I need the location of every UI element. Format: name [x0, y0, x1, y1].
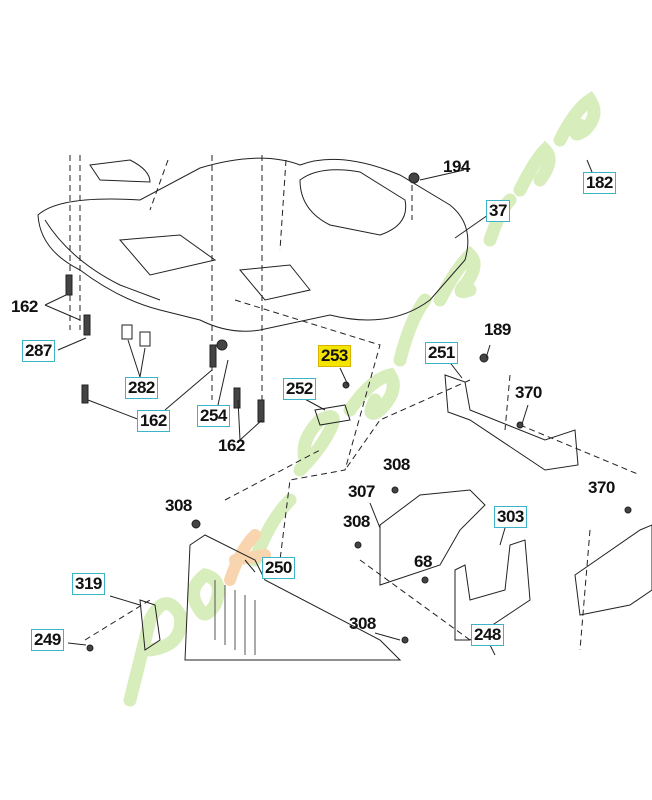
bracket-part-251: [444, 374, 579, 471]
part-label-370[interactable]: 370: [515, 383, 542, 402]
part-label-253-highlighted[interactable]: 253: [318, 345, 351, 367]
part-label-37[interactable]: 37: [486, 200, 510, 222]
part-label-308[interactable]: 308: [165, 496, 192, 515]
part-label-162[interactable]: 162: [11, 297, 38, 316]
plate-part-307: [379, 489, 486, 586]
part-label-308[interactable]: 308: [343, 512, 370, 531]
part-label-68[interactable]: 68: [414, 552, 432, 571]
part-label-319[interactable]: 319: [72, 573, 105, 595]
part-label-307[interactable]: 307: [348, 482, 375, 501]
part-label-248[interactable]: 248: [471, 624, 504, 646]
grille-panel: [184, 534, 402, 661]
part-label-303[interactable]: 303: [494, 506, 527, 528]
part-label-251[interactable]: 251: [425, 342, 458, 364]
part-label-308[interactable]: 308: [383, 455, 410, 474]
part-label-189[interactable]: 189: [484, 320, 511, 339]
part-label-370[interactable]: 370: [588, 478, 615, 497]
part-label-308[interactable]: 308: [349, 614, 376, 633]
hood-part-37: [37, 157, 469, 332]
part-label-287[interactable]: 287: [22, 340, 55, 362]
part-label-250[interactable]: 250: [262, 557, 295, 579]
part-label-194[interactable]: 194: [443, 157, 470, 176]
part-label-249[interactable]: 249: [31, 629, 64, 651]
part-label-282[interactable]: 282: [125, 377, 158, 399]
part-label-254[interactable]: 254: [197, 405, 230, 427]
part-label-252[interactable]: 252: [283, 378, 316, 400]
part-label-162[interactable]: 162: [218, 436, 245, 455]
part-label-182[interactable]: 182: [583, 172, 616, 194]
part-label-162-boxed[interactable]: 162: [137, 410, 170, 432]
